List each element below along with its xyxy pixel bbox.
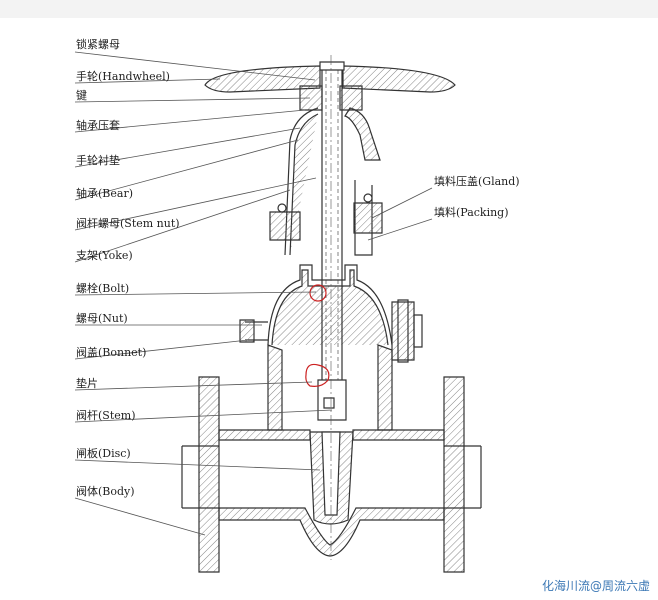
label-disc: 闸板(Disc) <box>76 447 131 460</box>
top-band <box>0 0 658 18</box>
yoke <box>270 108 382 255</box>
label-bonnet: 阀盖(Bonnet) <box>76 346 147 359</box>
label-body: 阀体(Body) <box>76 485 135 498</box>
valve-drawing <box>182 55 481 572</box>
disc <box>310 432 353 524</box>
label-stem-nut: 阀杆螺母(Stem nut) <box>76 217 180 230</box>
leader-lines <box>75 52 432 535</box>
label-gland: 填料压盖(Gland) <box>434 175 520 188</box>
label-handwheel-pad: 手轮衬垫 <box>76 154 120 167</box>
body-right-flange <box>444 377 464 572</box>
label-gasket: 垫片 <box>76 377 98 390</box>
label-bearing-cover: 轴承压套 <box>76 119 120 132</box>
label-bolt: 螺栓(Bolt) <box>76 282 130 295</box>
label-handwheel: 手轮(Handwheel) <box>76 70 170 83</box>
label-key: 键 <box>76 89 87 102</box>
stem <box>318 62 346 420</box>
bonnet <box>268 265 422 362</box>
watermark: 化海川流@周流六虚 <box>541 579 650 593</box>
highlight-circle-gasket <box>306 364 329 386</box>
body-neck <box>240 320 392 430</box>
label-yoke: 支架(Yoke) <box>76 249 133 262</box>
label-lock-nut: 锁紧螺母 <box>76 38 120 51</box>
body-left-flange <box>199 377 219 572</box>
label-stem: 阀杆(Stem) <box>76 409 136 422</box>
handwheel <box>205 66 455 110</box>
label-bearing: 轴承(Bear) <box>76 187 133 200</box>
body-pipe <box>182 430 481 556</box>
highlight-circle-bolt <box>310 285 326 301</box>
label-nut: 螺母(Nut) <box>76 312 128 325</box>
label-packing: 填料(Packing) <box>434 206 509 219</box>
